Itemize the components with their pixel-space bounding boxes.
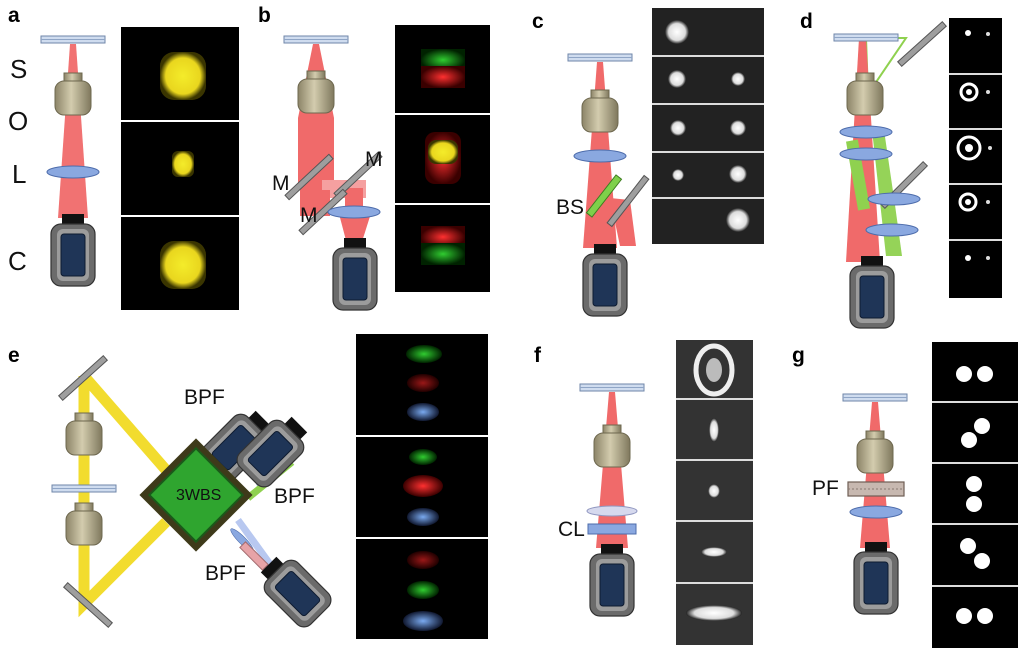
label-objective: O <box>8 106 28 136</box>
panel-letter-g: g <box>792 344 805 367</box>
psf-spot <box>160 52 206 100</box>
psf-spot <box>686 605 742 621</box>
psf-spot <box>708 484 720 498</box>
psf-spot <box>403 475 443 497</box>
psf-spot <box>407 508 439 526</box>
splitter-label: 3WBS <box>176 487 221 504</box>
label-filter: BPF <box>274 485 315 508</box>
label-phase-filter: PF <box>812 477 839 500</box>
label-camera: C <box>8 246 27 276</box>
psf-spot <box>406 345 442 363</box>
image-stack-b <box>395 25 490 292</box>
psf-spot <box>407 403 439 421</box>
psf-spot <box>731 72 745 86</box>
panel-c: c BS <box>532 8 764 317</box>
panel-g: g PF <box>792 342 1018 648</box>
panel-letter-f: f <box>534 344 542 367</box>
label-mirror: M <box>300 204 318 227</box>
label-beam-splitter: BS <box>556 196 584 219</box>
psf-spot <box>160 241 206 289</box>
psf-spot <box>421 243 465 265</box>
psf-spot <box>409 449 437 465</box>
label-filter: BPF <box>184 386 225 409</box>
psf-spot <box>421 66 465 88</box>
psf-spot <box>403 611 443 631</box>
label-sample: S <box>10 54 27 84</box>
psf-spot <box>730 120 746 136</box>
panel-d: d <box>800 10 1002 329</box>
psf-spot <box>729 165 747 183</box>
psf-spot <box>665 20 689 44</box>
label-lens: L <box>12 159 26 189</box>
panel-letter-c: c <box>532 10 544 33</box>
psf-spot <box>172 151 194 177</box>
psf-spot <box>672 169 684 181</box>
image-stack-f <box>676 340 753 645</box>
panel-b: b M M M <box>258 4 490 311</box>
panel-letter-d: d <box>800 10 813 33</box>
panel-letter-b: b <box>258 4 271 27</box>
label-filter: BPF <box>205 562 246 585</box>
psf-spot <box>407 374 439 392</box>
image-stack-a <box>121 27 239 310</box>
image-stack-c <box>652 8 764 244</box>
panel-a: a S O L C <box>8 4 239 310</box>
psf-spot <box>668 70 686 88</box>
psf-spot <box>407 551 439 569</box>
psf-spot <box>701 547 727 557</box>
panel-e: e 3WBS BPF BPF BPF <box>8 334 488 639</box>
image-stack-g <box>932 342 1018 648</box>
psf-spot <box>421 226 465 248</box>
panel-letter-a: a <box>8 4 20 27</box>
psf-spot <box>428 140 458 164</box>
psf-spot <box>407 581 439 599</box>
label-mirror: M <box>272 172 290 195</box>
psf-spot <box>709 418 719 442</box>
label-cylindrical-lens: CL <box>558 518 585 541</box>
label-mirror: M <box>365 148 383 171</box>
psf-spot <box>726 208 750 232</box>
panel-letter-e: e <box>8 344 20 367</box>
psf-spot <box>670 120 686 136</box>
psf-spot <box>421 49 465 71</box>
image-stack-d <box>949 18 1002 298</box>
image-stack-e <box>356 334 488 639</box>
panel-f: f CL <box>534 340 753 645</box>
